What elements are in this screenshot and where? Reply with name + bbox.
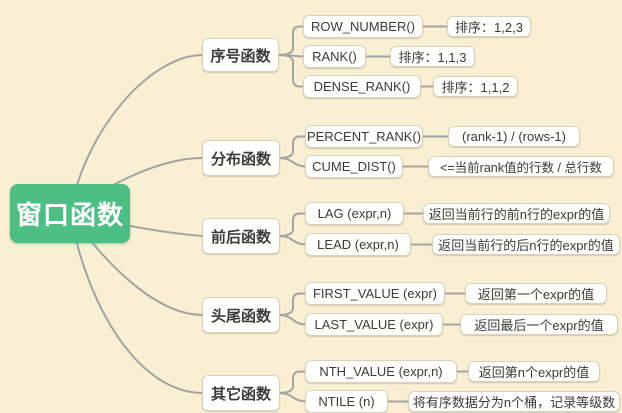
branch-ordinal-functions[interactable]: 序号函数 [202,38,279,72]
root-node[interactable]: 窗口函数 [10,184,130,243]
desc-node-ntile[interactable]: 将有序数据分为n个桶，记录等级数 [408,391,620,412]
connector-branch-child [278,370,307,394]
func-node-first-value[interactable]: FIRST_VALUE (expr) [305,282,445,305]
desc-node-row-number[interactable]: 排序：1,2,3 [447,16,531,37]
desc-node-lead[interactable]: 返回当前行的后n行的expr的值 [432,234,620,255]
func-node-percent-rank[interactable]: PERCENT_RANK() [305,125,423,148]
connector-branch-child [278,392,307,403]
func-node-lead[interactable]: LEAD (expr,n) [305,233,411,256]
connector-branch-child [278,314,307,326]
connector-branch-child [278,54,305,88]
connector-root-other [69,212,204,394]
desc-node-percent-rank[interactable]: (rank-1) / (rows-1) [448,126,580,147]
branch-distribution-functions[interactable]: 分布函数 [202,140,280,176]
desc-node-last-value[interactable]: 返回最后一个expr的值 [460,314,618,335]
branch-lag-lead-functions[interactable]: 前后函数 [202,218,280,254]
func-node-row-number[interactable]: ROW_NUMBER() [303,15,423,38]
connector-branch-child [278,235,307,246]
func-node-dense-rank[interactable]: DENSE_RANK() [303,75,421,98]
func-node-nth-value[interactable]: NTH_VALUE (expr,n) [305,360,457,383]
desc-node-rank[interactable]: 排序：1,1,3 [390,46,475,67]
connector-branch-child [278,292,307,316]
connector-branch-child [278,25,305,56]
desc-node-first-value[interactable]: 返回第一个expr的值 [465,283,607,304]
func-node-ntile[interactable]: NTILE (n) [305,390,388,413]
func-node-cume-dist[interactable]: CUME_DIST() [305,155,403,178]
connector-root-ordinal [69,54,204,214]
func-node-last-value[interactable]: LAST_VALUE (expr) [305,313,443,336]
desc-node-dense-rank[interactable]: 排序：1,1,2 [433,76,518,97]
func-node-lag[interactable]: LAG (expr,n) [305,202,404,225]
desc-node-cume-dist[interactable]: <=当前rank值的行数 / 总行数 [428,156,614,177]
branch-other-functions[interactable]: 其它函数 [202,375,280,411]
connector-branch-child [278,135,307,159]
connector-branch-child [278,212,307,237]
func-node-rank[interactable]: RANK() [303,45,366,68]
desc-node-nth-value[interactable]: 返回第n个expr的值 [468,361,600,382]
desc-node-lag[interactable]: 返回当前行的前n行的expr的值 [423,203,610,224]
connector-branch-child [278,157,307,168]
branch-head-tail-functions[interactable]: 头尾函数 [202,297,280,333]
